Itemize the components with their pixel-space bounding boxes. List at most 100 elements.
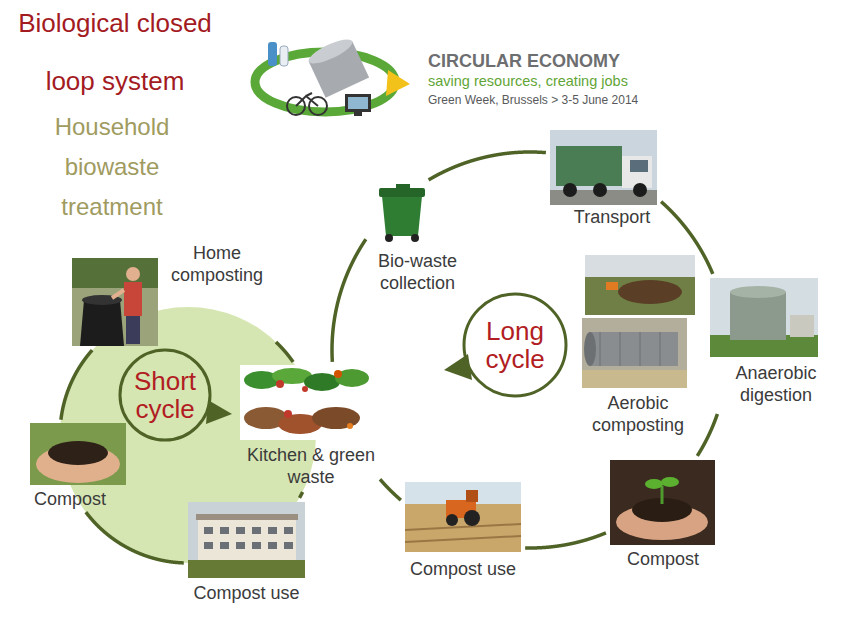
digester-photo-part <box>730 286 786 298</box>
station-caption: Compost <box>613 548 713 570</box>
tractor-field-photo-part <box>446 514 458 526</box>
home-composting-photo-part <box>126 267 140 281</box>
aerobic-composting-photo-part <box>660 332 661 366</box>
building-photo-part <box>220 527 229 534</box>
cycle-arc <box>380 479 401 500</box>
biowaste-bin-icon-part <box>382 196 422 236</box>
aerobic-composting-photo-part <box>640 332 641 366</box>
aerobic-composting-photo-part <box>584 332 596 366</box>
cycle-arc <box>429 152 546 180</box>
compost-seedling-photo-part <box>645 479 663 489</box>
home-composting-photo-part <box>112 290 124 298</box>
station-caption: Anaerobic digestion <box>724 362 828 406</box>
building-photo-part <box>188 502 305 578</box>
logo-tagline-block: saving resources, creating jobs <box>428 72 728 90</box>
kitchen-waste-picture <box>240 365 372 440</box>
cycle-label: Short cycle <box>120 367 210 423</box>
collection-station: Bio-waste collection <box>366 180 470 300</box>
transport-station: Transport <box>546 126 661 230</box>
station-caption: Bio-waste collection <box>370 250 465 294</box>
home-composting-station: Home composting <box>68 240 276 350</box>
kitchen-waste-picture-part <box>284 410 292 418</box>
aerobic-composting-photo-part <box>620 332 621 366</box>
building-photo-part <box>268 527 277 534</box>
truck-photo <box>550 130 657 205</box>
truck-photo-part <box>593 183 607 197</box>
kitchen-waste-picture-part <box>335 369 369 387</box>
logo-event: Green Week, Brussels > 3-5 June 2014 <box>428 92 728 108</box>
truck-photo-part <box>622 156 652 188</box>
digester-photo-part <box>710 278 818 357</box>
aerobic-composting-photo-part <box>582 318 687 388</box>
tractor-field-photo-part <box>405 524 521 530</box>
cycle-arc <box>61 350 92 420</box>
logo-icon-part <box>386 70 410 96</box>
station-caption: Kitchen & green waste <box>245 444 377 488</box>
logo-icon-part <box>268 42 277 66</box>
cycle-arc <box>332 239 366 362</box>
digester-photo <box>710 278 818 357</box>
station-caption: Aerobic composting <box>582 392 694 436</box>
biowaste-bin-icon-part <box>411 234 419 242</box>
cycle-arc <box>299 492 302 498</box>
tractor-field-photo <box>405 482 521 552</box>
aerobic-composting-photo-part <box>618 280 682 304</box>
cycle-circle-ring <box>120 350 210 440</box>
building-photo <box>188 502 305 578</box>
logo-icon-part <box>354 112 362 116</box>
building-photo-part <box>204 542 213 549</box>
kitchen-waste-picture-part <box>347 423 353 429</box>
compost-seedling-photo-part <box>661 486 664 504</box>
aerobic-composting-photo-part <box>582 370 687 388</box>
kitchen-waste-picture-part <box>240 365 372 440</box>
station-caption: Home composting <box>161 242 273 286</box>
home-composting-photo-part <box>72 258 158 346</box>
aerobic-composting-photo-part <box>600 332 601 366</box>
compost-station: Compost <box>22 420 128 512</box>
digester-photo-part <box>790 315 814 337</box>
cycle-arc <box>86 512 184 563</box>
station-caption: Compost use <box>405 558 521 580</box>
aerobic-composting-photo-part <box>585 255 695 277</box>
truck-photo-part <box>556 146 622 186</box>
compost-hands-photo-part <box>30 423 126 485</box>
compost-use-station: Compost use <box>401 478 525 584</box>
digester-photo-part <box>730 292 786 340</box>
logo-title-block: CIRCULAR ECONOMY <box>428 50 728 72</box>
tractor-field-photo-part <box>464 510 480 526</box>
cycle-arc <box>276 342 293 362</box>
building-photo-part <box>196 514 298 520</box>
cycle-arc <box>697 414 717 456</box>
cycle-arc <box>525 533 606 548</box>
building-photo-part <box>188 560 305 578</box>
logo-title: CIRCULAR ECONOMY <box>428 50 728 72</box>
building-photo-part <box>284 527 293 534</box>
compost-use-station: Compost use <box>184 498 309 606</box>
station-caption: Compost <box>26 488 114 510</box>
aerobic-composting-photo-part <box>585 277 695 315</box>
kitchen-waste-station: Kitchen & green waste <box>236 362 380 492</box>
home-composting-photo-part <box>124 282 142 316</box>
truck-photo-part <box>550 130 657 205</box>
logo-tagline: saving resources, creating jobs <box>428 72 728 90</box>
biowaste-bin-icon <box>379 184 425 242</box>
kitchen-waste-picture-part <box>276 380 284 388</box>
biowaste-bin-icon-part <box>385 234 393 242</box>
logo-icon-part <box>348 97 368 109</box>
compost-hands-photo <box>30 423 126 485</box>
logo-icon-part <box>280 46 288 66</box>
aerobic-composting-photo-part <box>590 332 678 366</box>
building-photo-part <box>204 527 213 534</box>
building-photo-part <box>252 527 261 534</box>
home-composting-photo-part <box>80 300 124 346</box>
subtitle-block: Household biowaste treatment <box>22 107 202 227</box>
title-block: Biological closed loop system <box>0 0 230 110</box>
biowaste-bin-icon-part <box>379 188 425 197</box>
compost-seedling-photo <box>610 460 715 545</box>
compost-hands-photo-part <box>48 441 108 465</box>
biowaste-bin-icon-part <box>396 184 410 189</box>
page-title: Biological closed loop system <box>0 0 230 110</box>
aerobic-station: Aerobic composting <box>578 252 698 442</box>
cycle-arrowhead <box>206 400 232 424</box>
